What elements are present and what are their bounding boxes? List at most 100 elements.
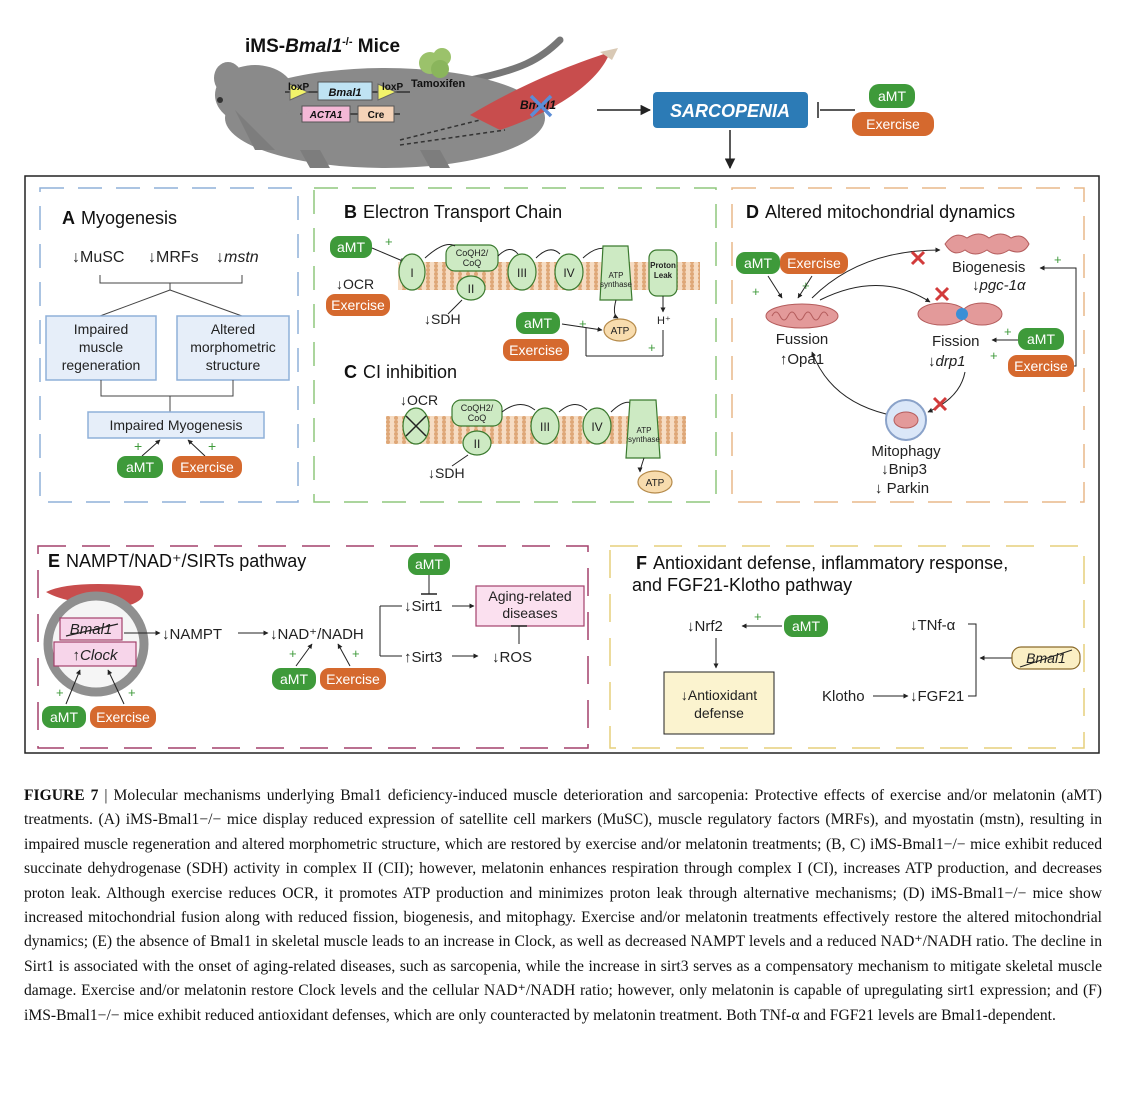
panel-e-border [37,545,589,749]
panel-d-border [731,187,1085,503]
complex-ii-c-label: II [474,437,481,451]
panel-b-exercise2-label: Exercise [509,342,563,358]
panel-b-exercise-label: Exercise [331,297,385,313]
altered-line-2: morphometric [190,339,276,355]
panel-f-title-line-2: and FGF21-Klotho pathway [632,575,852,595]
panel-a-border [39,187,299,503]
biogenesis-label: Biogenesis [952,259,1025,276]
plus-sign: + [579,316,587,331]
plus-sign: + [752,284,760,299]
bmal1-gene-label: Bmal1 [328,87,361,99]
plus-sign: + [208,438,216,454]
muscle-illustration: Bmal1 [399,48,618,146]
caption-separator: | [98,787,114,804]
panel-e-exercise2-label: Exercise [96,709,150,725]
panel-d-amt2-pill [1018,328,1064,350]
panel-e-amt-label: aMT [280,671,308,687]
musc-label: ↓MuSC [72,249,124,266]
clock-label: ↑Clock [72,647,119,664]
panel-f-amt-pill [784,615,828,637]
figure-svg: iMS-Bmal1-/- Mice loxP Bmal1 loxP ACTA1 [24,36,1100,754]
loxp-left-label: loxP [288,82,309,93]
impaired-myogenesis-box [87,411,265,439]
complex-ii-c [462,430,492,456]
figure-diagram: iMS-Bmal1-/- Mice loxP Bmal1 loxP ACTA1 [24,36,1100,754]
complex-iv-c [582,407,612,445]
plus-sign: + [990,348,998,363]
fussion-label: Fussion [776,331,829,348]
plus-sign: + [1054,252,1062,267]
panel-d-amt-pill [736,252,780,274]
panel-b-amt2-label: aMT [524,315,552,331]
atp-synthase [599,245,633,301]
panel-f-border [609,545,1085,749]
plus-sign: + [134,438,142,454]
panel-c-ocr-label: ↓OCR [400,392,438,408]
impaired-myogenesis-label: Impaired Myogenesis [109,417,242,433]
antioxidant-defense-box [663,671,775,735]
knockout-x-icon [529,94,553,118]
sirt3-label: ↑Sirt3 [404,649,442,666]
coq-line-1: CoQH2/ [456,248,489,258]
coq-box [445,244,499,272]
fission-label: Fission [932,333,980,350]
opa1-label: ↑Opa1 [780,351,824,368]
altered-line-3: structure [206,357,261,373]
panel-d-exercise-label: Exercise [787,255,841,271]
panel-f-amt-label: aMT [792,618,820,634]
atp-c-label: ATP [646,478,665,489]
fusion-mitochondrion-icon [765,303,839,329]
atp-label: ATP [611,326,630,337]
regen-line-3: regeneration [62,357,141,373]
antioxidant-line-2: defense [694,705,744,721]
panel-b-amt2-pill [516,312,560,334]
plus-sign: + [128,685,136,700]
altered-line-1: Altered [211,321,255,337]
atp-synthase-line-2: synthase [600,280,633,289]
panel-b-exercise-pill [326,294,390,316]
panel-d-exercise-pill [780,252,848,274]
top-amt-label: aMT [878,88,906,104]
complex-ii [456,275,486,301]
nrf2-label: ↓Nrf2 [687,618,723,635]
atp-icon-c [637,470,673,494]
header-section: iMS-Bmal1-/- Mice loxP Bmal1 loxP ACTA1 [214,36,934,170]
header-title: iMS-Bmal1-/- Mice [245,36,400,57]
coq-c-line-1: CoQH2/ [461,403,494,413]
atp-icon [603,318,637,342]
klotho-label: Klotho [822,688,865,705]
panel-b-amt-label: aMT [337,239,365,255]
atp-synthase-c [625,399,661,459]
nad-label: ↓NAD⁺/NADH [270,626,364,643]
panel-b-ocr-label: ↓OCR [336,276,374,292]
plus-sign: + [648,340,656,355]
bnip3-label: ↓Bnip3 [881,461,927,478]
panel-e-exercise-pill [320,668,386,690]
sirt1-label: ↓Sirt1 [404,598,442,615]
acta1-label: ACTA1 [309,110,343,121]
inhibition-x-icon [405,415,427,437]
panel-e-amt2-pill [42,706,86,728]
panel-b-sdh-label: ↓SDH [424,311,461,327]
bmal1-box [59,617,123,641]
inhibition-x-icon [910,250,926,266]
panel-d-exercise2-label: Exercise [1014,358,1068,374]
panel-e-amt2-label: aMT [50,709,78,725]
coq-box-c [451,399,503,427]
panel-e-amt-top-label: aMT [415,556,443,572]
drp1-ring-icon [956,308,968,320]
impaired-regeneration-box [45,315,157,381]
clock-box [53,641,137,667]
nampt-label: ↓NAMPT [162,626,222,643]
plus-sign: + [56,685,64,700]
bmal1-e-label: Bmal1 [70,621,113,638]
panel-d-amt2-label: aMT [1027,331,1055,347]
complex-ii-label: II [468,282,475,296]
complex-iii-c-label: III [540,420,550,434]
hplus-label: H⁺ [657,315,671,327]
